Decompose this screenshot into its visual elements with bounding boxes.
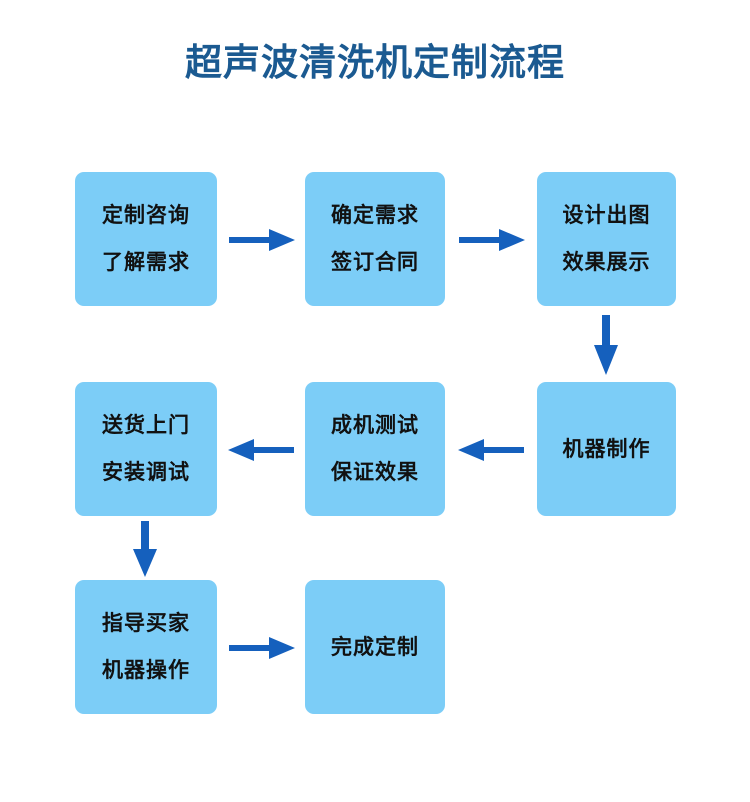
node-buyer-training[interactable]: 指导买家 机器操作 (75, 580, 217, 714)
node-customization-complete[interactable]: 完成定制 (305, 580, 445, 714)
node-line: 定制咨询 (102, 204, 190, 227)
node-confirm-requirements[interactable]: 确定需求 签订合同 (305, 172, 445, 306)
node-line: 签订合同 (331, 251, 419, 274)
node-line: 成机测试 (331, 414, 419, 437)
arrow-left-icon (228, 436, 294, 464)
node-line: 确定需求 (331, 204, 419, 227)
node-line: 了解需求 (102, 251, 190, 274)
arrow-right-icon (459, 226, 525, 254)
node-line: 效果展示 (562, 251, 651, 274)
node-line: 保证效果 (331, 461, 419, 484)
node-design-drawing[interactable]: 设计出图 效果展示 (537, 172, 676, 306)
arrow-down-icon (592, 315, 620, 375)
node-custom-consultation[interactable]: 定制咨询 了解需求 (75, 172, 217, 306)
node-line: 完成定制 (331, 635, 419, 659)
page-title: 超声波清洗机定制流程 (185, 42, 565, 83)
node-machine-testing[interactable]: 成机测试 保证效果 (305, 382, 445, 516)
node-line: 机器操作 (102, 659, 190, 682)
arrow-down-icon (131, 521, 159, 577)
node-machine-production[interactable]: 机器制作 (537, 382, 676, 516)
node-line: 设计出图 (562, 204, 651, 227)
node-line: 安装调试 (102, 461, 190, 484)
node-line: 送货上门 (102, 414, 190, 437)
arrow-left-icon (458, 436, 524, 464)
arrow-right-icon (229, 226, 295, 254)
arrow-right-icon (229, 634, 295, 662)
node-line: 机器制作 (562, 437, 651, 461)
node-line: 指导买家 (102, 612, 190, 635)
node-delivery-installation[interactable]: 送货上门 安装调试 (75, 382, 217, 516)
